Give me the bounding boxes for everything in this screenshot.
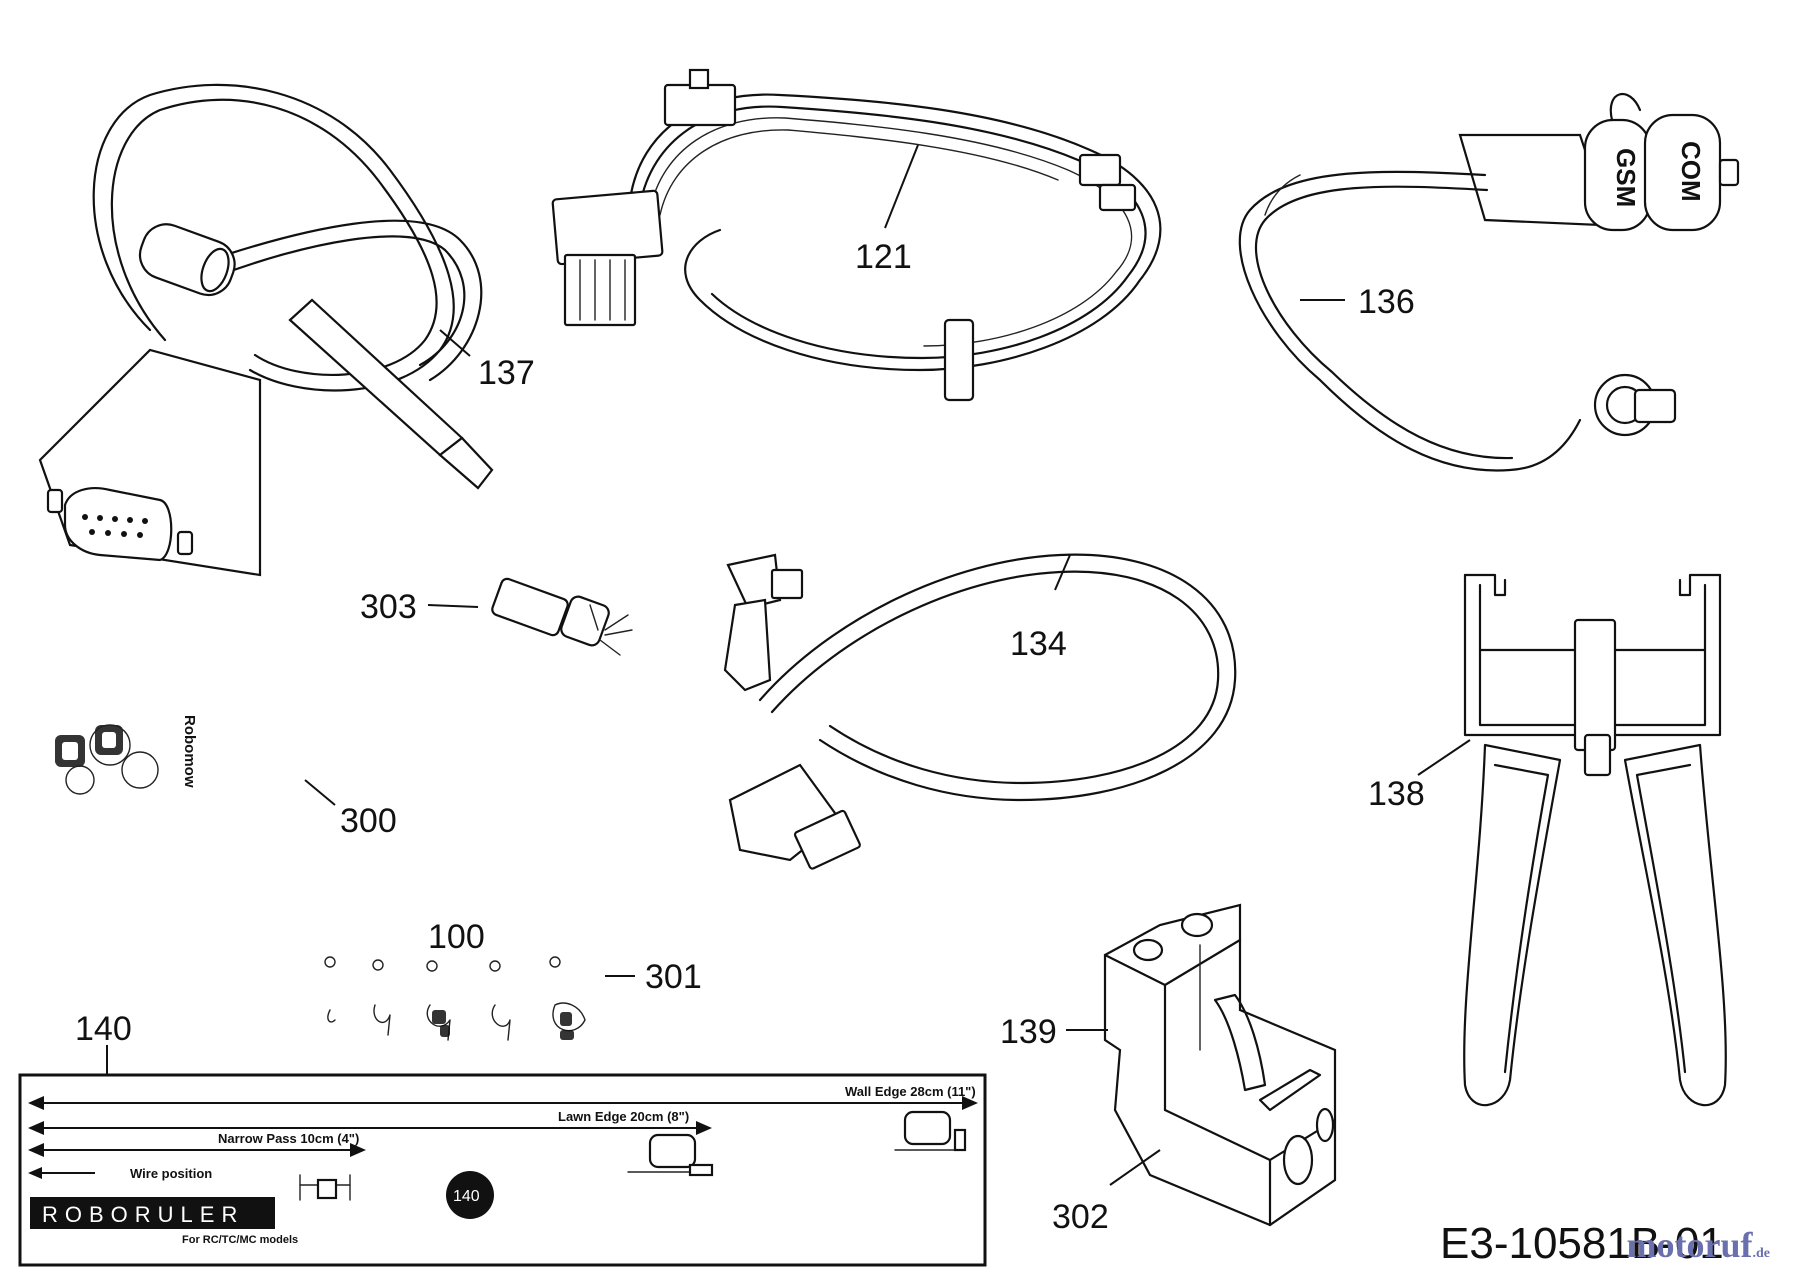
callout-121: 121: [855, 238, 912, 276]
callout-136: 136: [1358, 283, 1415, 321]
callout-300: 300: [340, 802, 397, 840]
mower-icon: [627, 1133, 714, 1177]
part-140-roboruler: Wall Edge 28cm (11") Lawn Edge 20cm (8")…: [18, 1045, 987, 1267]
ruler-wall-edge: Wall Edge 28cm (11"): [845, 1084, 976, 1099]
callout-303: 303: [360, 588, 417, 626]
gsm-label: GSM: [1611, 148, 1641, 207]
part-137-serial-cable: [38, 83, 494, 577]
callout-302: 302: [1052, 1198, 1109, 1236]
ruler-brand: ROBORULER: [42, 1202, 244, 1227]
callout-137: 137: [478, 354, 535, 392]
mower-icon: [894, 1110, 967, 1152]
ruler-narrow-pass: Narrow Pass 10cm (4"): [218, 1131, 359, 1146]
part-303-connector-plug: [427, 577, 633, 656]
ruler-badge: 140: [453, 1188, 480, 1205]
callout-139: 139: [1000, 1013, 1057, 1051]
part-138-mounting-bracket: [1417, 573, 1727, 1107]
callout-134: 134: [1010, 625, 1067, 663]
callout-140: 140: [75, 1010, 132, 1048]
part-136-gsm-com-cable: GSM COM: [1238, 92, 1740, 472]
part-300-sticker-set: Robomow: [55, 715, 336, 806]
part-139-302-adapter-block: [1066, 903, 1337, 1227]
ruler-models: For RC/TC/MC models: [182, 1234, 298, 1246]
watermark-name: motoruf: [1626, 1225, 1753, 1265]
part-134-cable-assembly: [723, 553, 1237, 870]
part-121-wire-harness: [551, 68, 1162, 402]
watermark-suffix: .de: [1752, 1246, 1771, 1261]
part-301-sticker-row: [324, 956, 635, 1041]
ruler-wire-position: Wire position: [130, 1166, 212, 1181]
sticker-brand-300: Robomow: [181, 715, 198, 788]
callout-138: 138: [1368, 775, 1425, 813]
callout-301: 301: [645, 958, 702, 996]
callout-100: 100: [428, 918, 485, 956]
ruler-lawn-edge: Lawn Edge 20cm (8"): [558, 1109, 689, 1124]
com-label: COM: [1676, 141, 1706, 202]
watermark-logo: motoruf.de: [1627, 1224, 1770, 1266]
drawing-code: E3-10581B-01: [1440, 1219, 1724, 1268]
